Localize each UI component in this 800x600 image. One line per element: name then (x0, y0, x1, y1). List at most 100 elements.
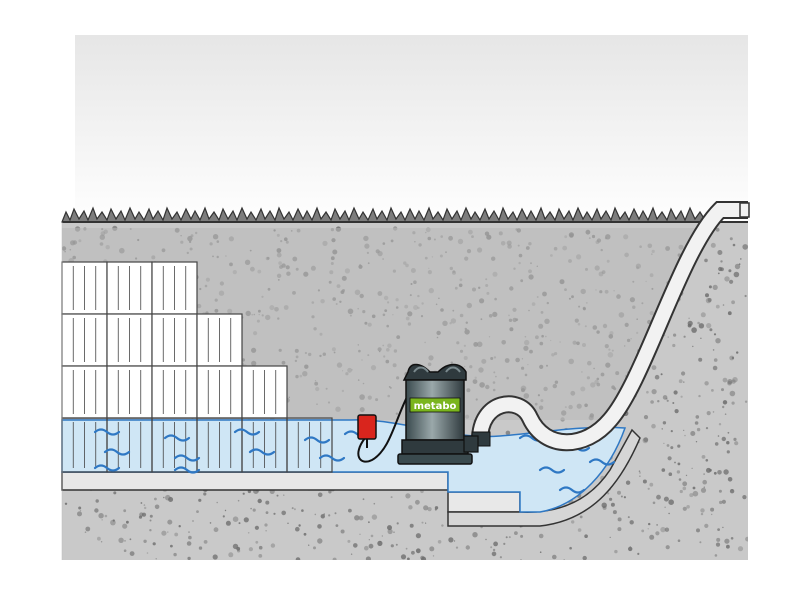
soil-speckle (654, 374, 660, 380)
soil-speckle (683, 429, 685, 431)
soil-speckle (400, 554, 407, 560)
soil-speckle (308, 544, 310, 546)
soil-speckle (722, 526, 724, 529)
soil-speckle (188, 535, 192, 540)
soil-speckle (276, 494, 279, 497)
soil-speckle (682, 481, 688, 487)
soil-speckle (717, 272, 720, 275)
soil-speckle (552, 554, 557, 560)
soil-speckle (651, 389, 657, 395)
soil-speckle (295, 526, 300, 532)
soil-speckle (141, 512, 147, 517)
soil-speckle (696, 427, 701, 432)
soil-speckle (731, 379, 736, 384)
water-waves (93, 428, 616, 494)
soil-speckle (602, 505, 607, 510)
soil-speckle (625, 480, 631, 485)
soil-speckle (152, 542, 156, 546)
soil-speckle (730, 537, 734, 540)
soil-speckle (712, 365, 718, 371)
soil-speckle (373, 502, 376, 505)
soil-speckle (643, 437, 649, 443)
soil-speckle (680, 395, 683, 398)
soil-speckle (727, 311, 732, 316)
soil-speckle (216, 501, 218, 504)
soil-speckle (584, 534, 588, 538)
soil-speckle (77, 511, 82, 517)
soil-speckle (123, 549, 127, 552)
soil-speckle (358, 515, 364, 521)
soil-speckle (198, 498, 202, 502)
soil-speckle (490, 546, 493, 549)
soil-speckle (721, 499, 727, 504)
soil-speckle (667, 336, 669, 338)
soil-speckle (695, 441, 698, 443)
soil-speckle (698, 323, 705, 329)
soil-speckle (203, 540, 208, 544)
soil-speckle (301, 509, 304, 512)
soil-speckle (722, 405, 725, 409)
soil-speckle (390, 496, 393, 499)
soil-speckle (123, 509, 127, 513)
soil-speckle (257, 498, 262, 504)
soil-speckle (178, 525, 181, 528)
soil-speckle (722, 400, 728, 405)
soil-speckle (508, 536, 511, 539)
soil-speckle (664, 527, 670, 532)
soil-speckle (314, 513, 317, 516)
soil-speckle (733, 437, 737, 441)
soil-speckle (610, 502, 615, 507)
soil-speckle (648, 522, 651, 526)
soil-speckle (673, 333, 677, 337)
soil-speckle (704, 258, 708, 263)
soil-speckle (661, 468, 666, 472)
soil-speckle (250, 507, 252, 510)
soil-speckle (729, 237, 733, 241)
soil-speckle (710, 242, 716, 248)
wave (233, 428, 261, 436)
soil-speckle (78, 506, 82, 510)
soil-speckle (698, 394, 701, 398)
soil-speckle (696, 528, 700, 533)
soil-speckle (673, 390, 678, 395)
soil-speckle (682, 486, 687, 491)
soil-speckle (717, 470, 722, 475)
soil-speckle (638, 470, 641, 473)
soil-speckle (255, 540, 259, 544)
soil-speckle (146, 552, 149, 554)
soil-speckle (432, 555, 435, 557)
soil-speckle (643, 415, 649, 420)
soil-speckle (614, 549, 618, 554)
soil-speckle (716, 537, 721, 542)
soil-speckle (712, 284, 718, 290)
soil-speckle (641, 529, 645, 533)
soil-speckle (368, 521, 370, 524)
soil-speckle (334, 512, 337, 515)
soil-speckle (140, 502, 143, 504)
soil-speckle (678, 478, 682, 481)
soil-speckle (629, 546, 631, 548)
soil-speckle (683, 335, 686, 338)
soil-speckle (503, 542, 506, 546)
soil-speckle (407, 557, 410, 560)
soil-speckle (144, 506, 147, 510)
soil-speckle (717, 528, 720, 531)
soil-speckle (499, 556, 502, 559)
soil-speckle (368, 539, 370, 541)
soil-speckle (243, 517, 249, 523)
soil-speckle (677, 539, 681, 542)
wave (538, 466, 566, 474)
soil-speckle (627, 516, 630, 519)
soil-speckle (265, 511, 269, 514)
soil-speckle (665, 545, 670, 550)
soil-speckle (448, 537, 454, 543)
soil-speckle (328, 514, 331, 517)
soil-speckle (485, 538, 487, 541)
soil-speckle (742, 244, 748, 250)
soil-speckle (713, 358, 718, 362)
soil-speckle (650, 400, 654, 404)
soil-speckle (692, 345, 694, 348)
soil-speckle (715, 542, 721, 547)
soil-speckle (354, 515, 360, 521)
soil-speckle (708, 285, 712, 289)
